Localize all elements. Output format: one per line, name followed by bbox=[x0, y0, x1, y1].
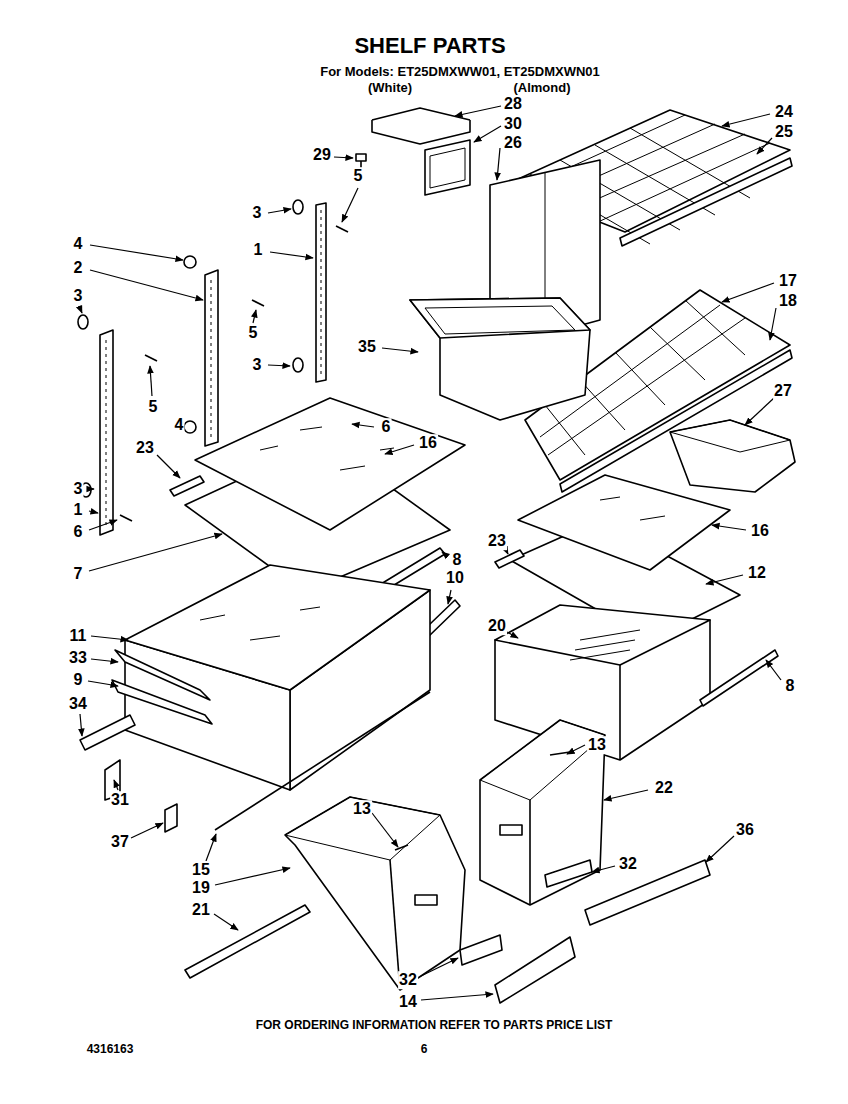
callout-number: 5 bbox=[148, 398, 159, 416]
callout-number: 8 bbox=[785, 677, 796, 695]
page-number: 4316163 bbox=[87, 1043, 134, 1056]
callout-number: 33 bbox=[68, 649, 88, 667]
callout-number: 16 bbox=[418, 434, 438, 452]
callout-number: 10 bbox=[445, 569, 465, 587]
callout-number: 20 bbox=[487, 617, 507, 635]
callout-number: 31 bbox=[110, 791, 130, 809]
callout-number: 4 bbox=[174, 416, 185, 434]
callout-number: 4 bbox=[73, 235, 84, 253]
callout-number: 19 bbox=[191, 879, 211, 897]
callout-number: 24 bbox=[774, 103, 794, 121]
callout-number: 28 bbox=[503, 95, 523, 113]
callout-number: 32 bbox=[398, 971, 418, 989]
callout-number: 17 bbox=[778, 272, 798, 290]
callout-number: 16 bbox=[750, 522, 770, 540]
callout-number: 6 bbox=[381, 418, 392, 436]
callout-number: 15 bbox=[191, 861, 211, 879]
callout-number: 23 bbox=[135, 439, 155, 457]
callout-number: 9 bbox=[73, 671, 84, 689]
callout-number: 29 bbox=[312, 146, 332, 164]
callout-number: 27 bbox=[773, 382, 793, 400]
callout-number: 34 bbox=[68, 695, 88, 713]
model-text: (White) bbox=[368, 81, 412, 95]
callout-number: 30 bbox=[503, 115, 523, 133]
callout-number: 23 bbox=[487, 532, 507, 550]
page-number: 6 bbox=[421, 1043, 428, 1056]
callout-number: 22 bbox=[654, 779, 674, 797]
callout-number: 1 bbox=[73, 501, 84, 519]
callout-number: 14 bbox=[398, 993, 418, 1011]
callout-number: 1 bbox=[253, 241, 264, 259]
callout-number: 13 bbox=[587, 736, 607, 754]
callout-number: 36 bbox=[735, 821, 755, 839]
callout-number: 13 bbox=[352, 800, 372, 818]
callout-number: 18 bbox=[778, 292, 798, 310]
callout-number: 3 bbox=[73, 480, 84, 498]
callout-number: 26 bbox=[503, 134, 523, 152]
callout-number: 21 bbox=[191, 901, 211, 919]
footer-caption: FOR ORDERING INFORMATION REFER TO PARTS … bbox=[256, 1019, 613, 1032]
callout-number: 6 bbox=[73, 523, 84, 541]
model-text: (Almond) bbox=[513, 81, 570, 95]
callout-number: 25 bbox=[774, 123, 794, 141]
callout-number: 11 bbox=[69, 627, 88, 645]
callout-number: 35 bbox=[357, 338, 377, 356]
callout-number: 3 bbox=[252, 204, 263, 222]
callout-number: 3 bbox=[252, 356, 263, 374]
callout-number: 5 bbox=[353, 167, 364, 185]
callout-number: 8 bbox=[452, 551, 463, 569]
callout-number: 32 bbox=[618, 855, 638, 873]
callout-number: 5 bbox=[248, 324, 259, 342]
model-text: For Models: ET25DMXWW01, ET25DMXWN01 bbox=[320, 65, 600, 79]
callout-number: 12 bbox=[747, 564, 767, 582]
callout-number: 7 bbox=[73, 565, 84, 583]
diagram-title: SHELF PARTS bbox=[354, 34, 505, 58]
callout-number: 3 bbox=[73, 287, 84, 305]
callout-number: 37 bbox=[110, 833, 130, 851]
callout-number: 2 bbox=[73, 259, 84, 277]
